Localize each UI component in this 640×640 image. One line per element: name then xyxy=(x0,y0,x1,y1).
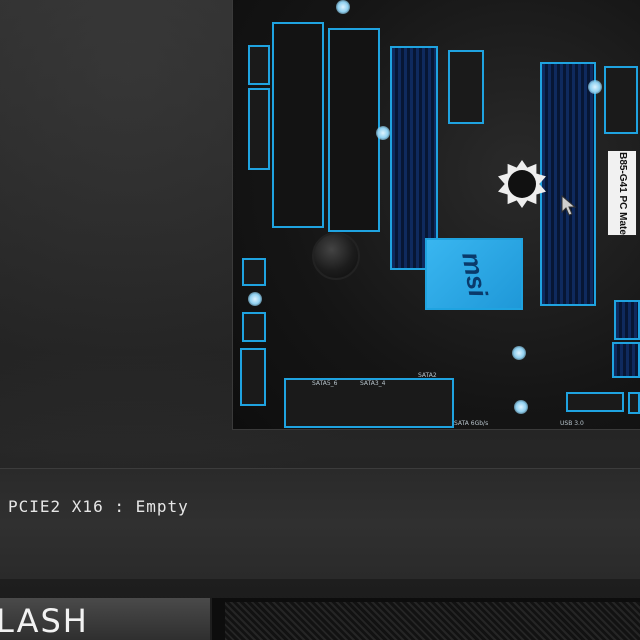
header-slot-top-left[interactable] xyxy=(248,45,270,85)
pcie-x1-slot-2[interactable] xyxy=(612,342,640,378)
model-label: B85-G41 PC Mate xyxy=(607,150,637,236)
led-4 xyxy=(512,346,526,360)
sata-speed-label: SATA 6Gb/s xyxy=(454,420,489,427)
component-bottom-right[interactable] xyxy=(628,392,640,414)
sata-label-a: SATA5_6 xyxy=(312,380,338,387)
model-label-text: B85-G41 PC Mate xyxy=(616,151,628,235)
sata-label-b: SATA3_4 xyxy=(360,380,386,387)
usb-header-2[interactable] xyxy=(242,312,266,342)
msi-logo: msi xyxy=(455,249,494,299)
pcie-slot-1[interactable] xyxy=(390,46,438,270)
battery-icon xyxy=(312,232,360,280)
pcie-slot-2[interactable] xyxy=(540,62,596,306)
m-flash-tab[interactable]: LASH xyxy=(0,598,212,640)
chipset-heatsink[interactable]: msi xyxy=(425,238,523,310)
board-outline xyxy=(232,0,640,430)
led-3 xyxy=(248,292,262,306)
pcie-x1-slot-1[interactable] xyxy=(614,300,640,340)
led-6 xyxy=(336,0,350,14)
bottom-mesh-panel xyxy=(225,602,640,640)
usb-label: USB 3.0 xyxy=(560,420,584,427)
sticker-center xyxy=(508,170,536,198)
memory-slot-1[interactable] xyxy=(272,22,324,228)
header-slot-left[interactable] xyxy=(248,88,270,170)
sata-label-c: SATA2 xyxy=(418,372,437,379)
front-panel-header[interactable] xyxy=(240,348,266,406)
usb-header-1[interactable] xyxy=(242,258,266,286)
component-top-middle[interactable] xyxy=(448,50,484,124)
component-top-right[interactable] xyxy=(604,66,638,134)
mouse-cursor-icon xyxy=(561,194,577,216)
status-band xyxy=(0,468,640,579)
m-flash-tab-label: LASH xyxy=(0,602,89,640)
led-5 xyxy=(514,400,528,414)
led-2 xyxy=(588,80,602,94)
usb3-header[interactable] xyxy=(566,392,624,412)
sata-ports[interactable] xyxy=(284,378,454,428)
slot-status-text: PCIE2 X16 : Empty xyxy=(8,497,189,516)
led-1 xyxy=(376,126,390,140)
memory-slot-2[interactable] xyxy=(328,28,380,232)
